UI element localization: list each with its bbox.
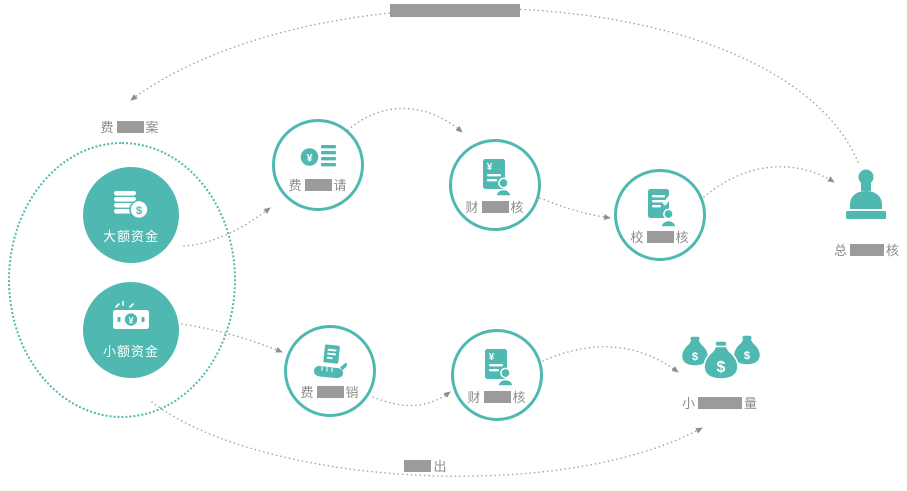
step-finance-review-bottom: ¥ 财核 bbox=[451, 329, 543, 421]
redaction-box bbox=[481, 200, 509, 213]
coins-dollar-icon: $ bbox=[111, 185, 151, 223]
redaction-box bbox=[483, 390, 511, 403]
step-reimburse-label: 费销 bbox=[300, 384, 360, 400]
manager-approval-label: 总核 bbox=[833, 243, 901, 258]
cash-output-label: 小量 bbox=[681, 396, 759, 411]
diagram-title-redacted bbox=[390, 4, 520, 17]
svg-text:$: $ bbox=[136, 205, 142, 217]
arrow-finance-review-to-cash bbox=[542, 346, 679, 373]
redaction-box bbox=[404, 460, 432, 472]
node-large-funds: $ 大额资金 bbox=[83, 167, 179, 263]
arrow-expense-apply-to-finance-review bbox=[347, 107, 463, 133]
step-check-review-label: 校核 bbox=[630, 229, 690, 245]
invoice-person-icon: ¥ bbox=[475, 156, 515, 198]
redaction-box bbox=[698, 397, 742, 409]
step-finance-review-top-label: 财核 bbox=[465, 199, 525, 215]
funds-group-label: 费案 bbox=[100, 120, 160, 135]
svg-text:¥: ¥ bbox=[306, 152, 313, 164]
document-person-icon bbox=[640, 186, 680, 228]
redaction-box bbox=[646, 230, 674, 243]
node-small-funds: ¥ 小额资金 bbox=[83, 282, 179, 378]
svg-text:¥: ¥ bbox=[489, 352, 495, 363]
small-funds-label: 小额资金 bbox=[102, 344, 159, 359]
svg-text:$: $ bbox=[744, 350, 751, 362]
step-finance-review-top: ¥ 财核 bbox=[449, 139, 541, 231]
step-finance-review-bottom-label: 财核 bbox=[467, 389, 527, 405]
yuan-ledger-icon: ¥ bbox=[298, 138, 338, 176]
arrow-reimburse-to-finance-review bbox=[372, 391, 451, 407]
invoice-person-icon: ¥ bbox=[477, 346, 517, 388]
banknote-yuan-icon: ¥ bbox=[111, 300, 151, 338]
redaction-box bbox=[850, 244, 884, 256]
stamp-icon bbox=[837, 167, 895, 229]
svg-text:¥: ¥ bbox=[128, 316, 133, 326]
payout-label: 出 bbox=[385, 459, 465, 474]
svg-text:$: $ bbox=[717, 359, 726, 376]
step-reimburse: 费销 bbox=[284, 325, 376, 417]
svg-text:¥: ¥ bbox=[487, 162, 493, 173]
money-bags-icon: $ $ $ bbox=[680, 324, 762, 388]
node-cash-output: $ $ $ bbox=[680, 324, 762, 388]
node-manager-approval bbox=[837, 167, 895, 229]
step-check-review: 校核 bbox=[614, 169, 706, 261]
redaction-box bbox=[316, 385, 344, 398]
large-funds-label: 大额资金 bbox=[102, 229, 159, 244]
funds-group-ellipse bbox=[8, 142, 236, 418]
arrow-check-review-to-manager-approval bbox=[703, 166, 835, 198]
step-expense-apply: ¥ 费请 bbox=[272, 119, 364, 211]
arrow-finance-review-to-check-review bbox=[539, 197, 611, 221]
svg-text:$: $ bbox=[692, 351, 699, 363]
step-expense-apply-label: 费请 bbox=[288, 177, 348, 193]
redaction-box bbox=[304, 178, 332, 191]
arrow-payout-loop bbox=[151, 401, 703, 477]
hand-receipt-icon bbox=[310, 343, 350, 383]
redaction-box bbox=[116, 121, 144, 133]
